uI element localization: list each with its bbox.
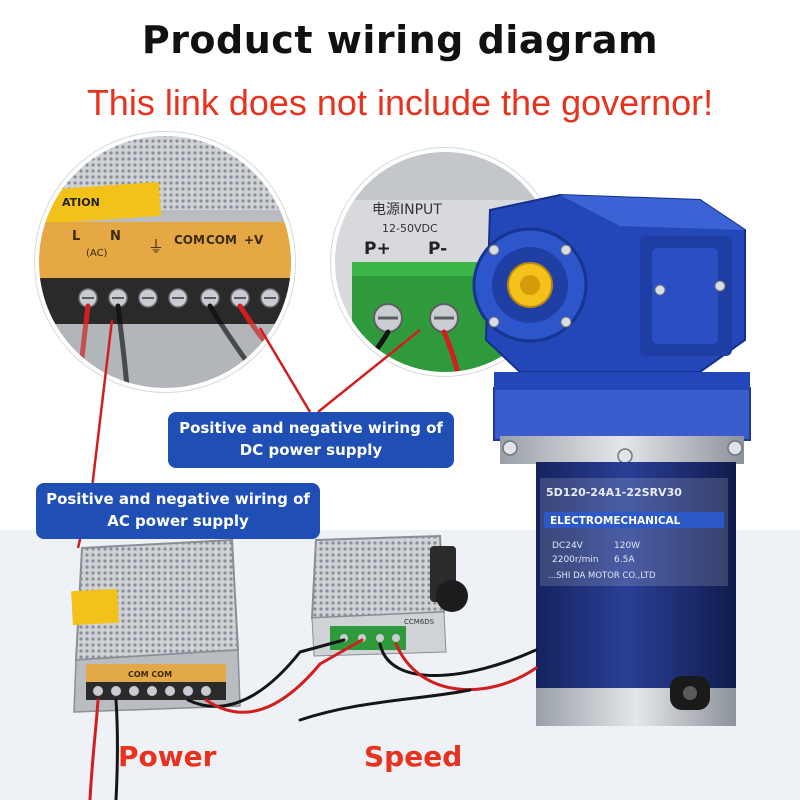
motor-speed-text: 2200r/min (552, 555, 599, 565)
psu-terminal-zoom: ATION L N (AC) ⏚ COM COM +V (34, 131, 296, 393)
terminal-label-p-plus: P+ (364, 239, 391, 259)
terminal-label-ac: (AC) (86, 248, 108, 259)
terminal-label-n: N (110, 229, 121, 244)
terminal-label-l: L (72, 229, 80, 244)
terminal-label-com-1: COM (174, 233, 205, 247)
power-label: Power (118, 740, 217, 773)
terminal-label-p-minus: P- (428, 239, 447, 259)
speed-label: Speed (364, 740, 463, 773)
motor-power-text: 120W (614, 541, 640, 551)
terminal-cover (38, 222, 293, 278)
dc-power-callout: Positive and negative wiring of DC power… (168, 412, 454, 468)
controller-model-text: CCM6DS (404, 618, 435, 626)
motor-body (536, 462, 736, 692)
motor-nameplate: 5D120-24A1-22SRV30 ELECTROMECHANICAL DC2… (540, 478, 728, 586)
ac-power-callout: Positive and negative wiring of AC power… (36, 483, 320, 539)
motor-voltage-text: DC24V (552, 541, 584, 551)
green-terminal-block (352, 262, 502, 372)
caution-text: ATION (62, 196, 100, 209)
motor-model-text: 5D120-24A1-22SRV30 (546, 486, 682, 499)
terminal-label-v-plus: +V (244, 233, 264, 247)
speed-controller: CCM6DS (310, 534, 468, 657)
motor-brand-text: ELECTROMECHANICAL (550, 515, 681, 527)
warning-subtitle: This link does not include the governor! (86, 82, 714, 123)
power-input-label: 电源INPUT (372, 202, 442, 218)
terminal-label-com-2: COM (206, 233, 237, 247)
ground-symbol: ⏚ (148, 237, 164, 256)
ac-callout-line-1: Positive and negative wiring of (46, 490, 310, 508)
voltage-range-label: 12-50VDC (382, 222, 438, 235)
motor-current-text: 6.5A (614, 555, 635, 565)
dc-callout-line-2: DC power supply (239, 441, 383, 459)
dc-callout-line-1: Positive and negative wiring of (179, 419, 443, 437)
dc-motor-gearbox: 5D120-24A1-22SRV30 ELECTROMECHANICAL DC2… (472, 193, 751, 726)
ac-callout-line-2: AC power supply (107, 512, 249, 530)
small-psu-com-text: COM COM (128, 670, 172, 679)
caution-sticker (38, 181, 162, 225)
device-cables (88, 638, 538, 800)
switching-power-supply: COM COM (71, 538, 241, 713)
page-title: Product wiring diagram (141, 18, 659, 62)
motor-maker-text: ...SHI DA MOTOR CO.,LTD (548, 571, 656, 581)
